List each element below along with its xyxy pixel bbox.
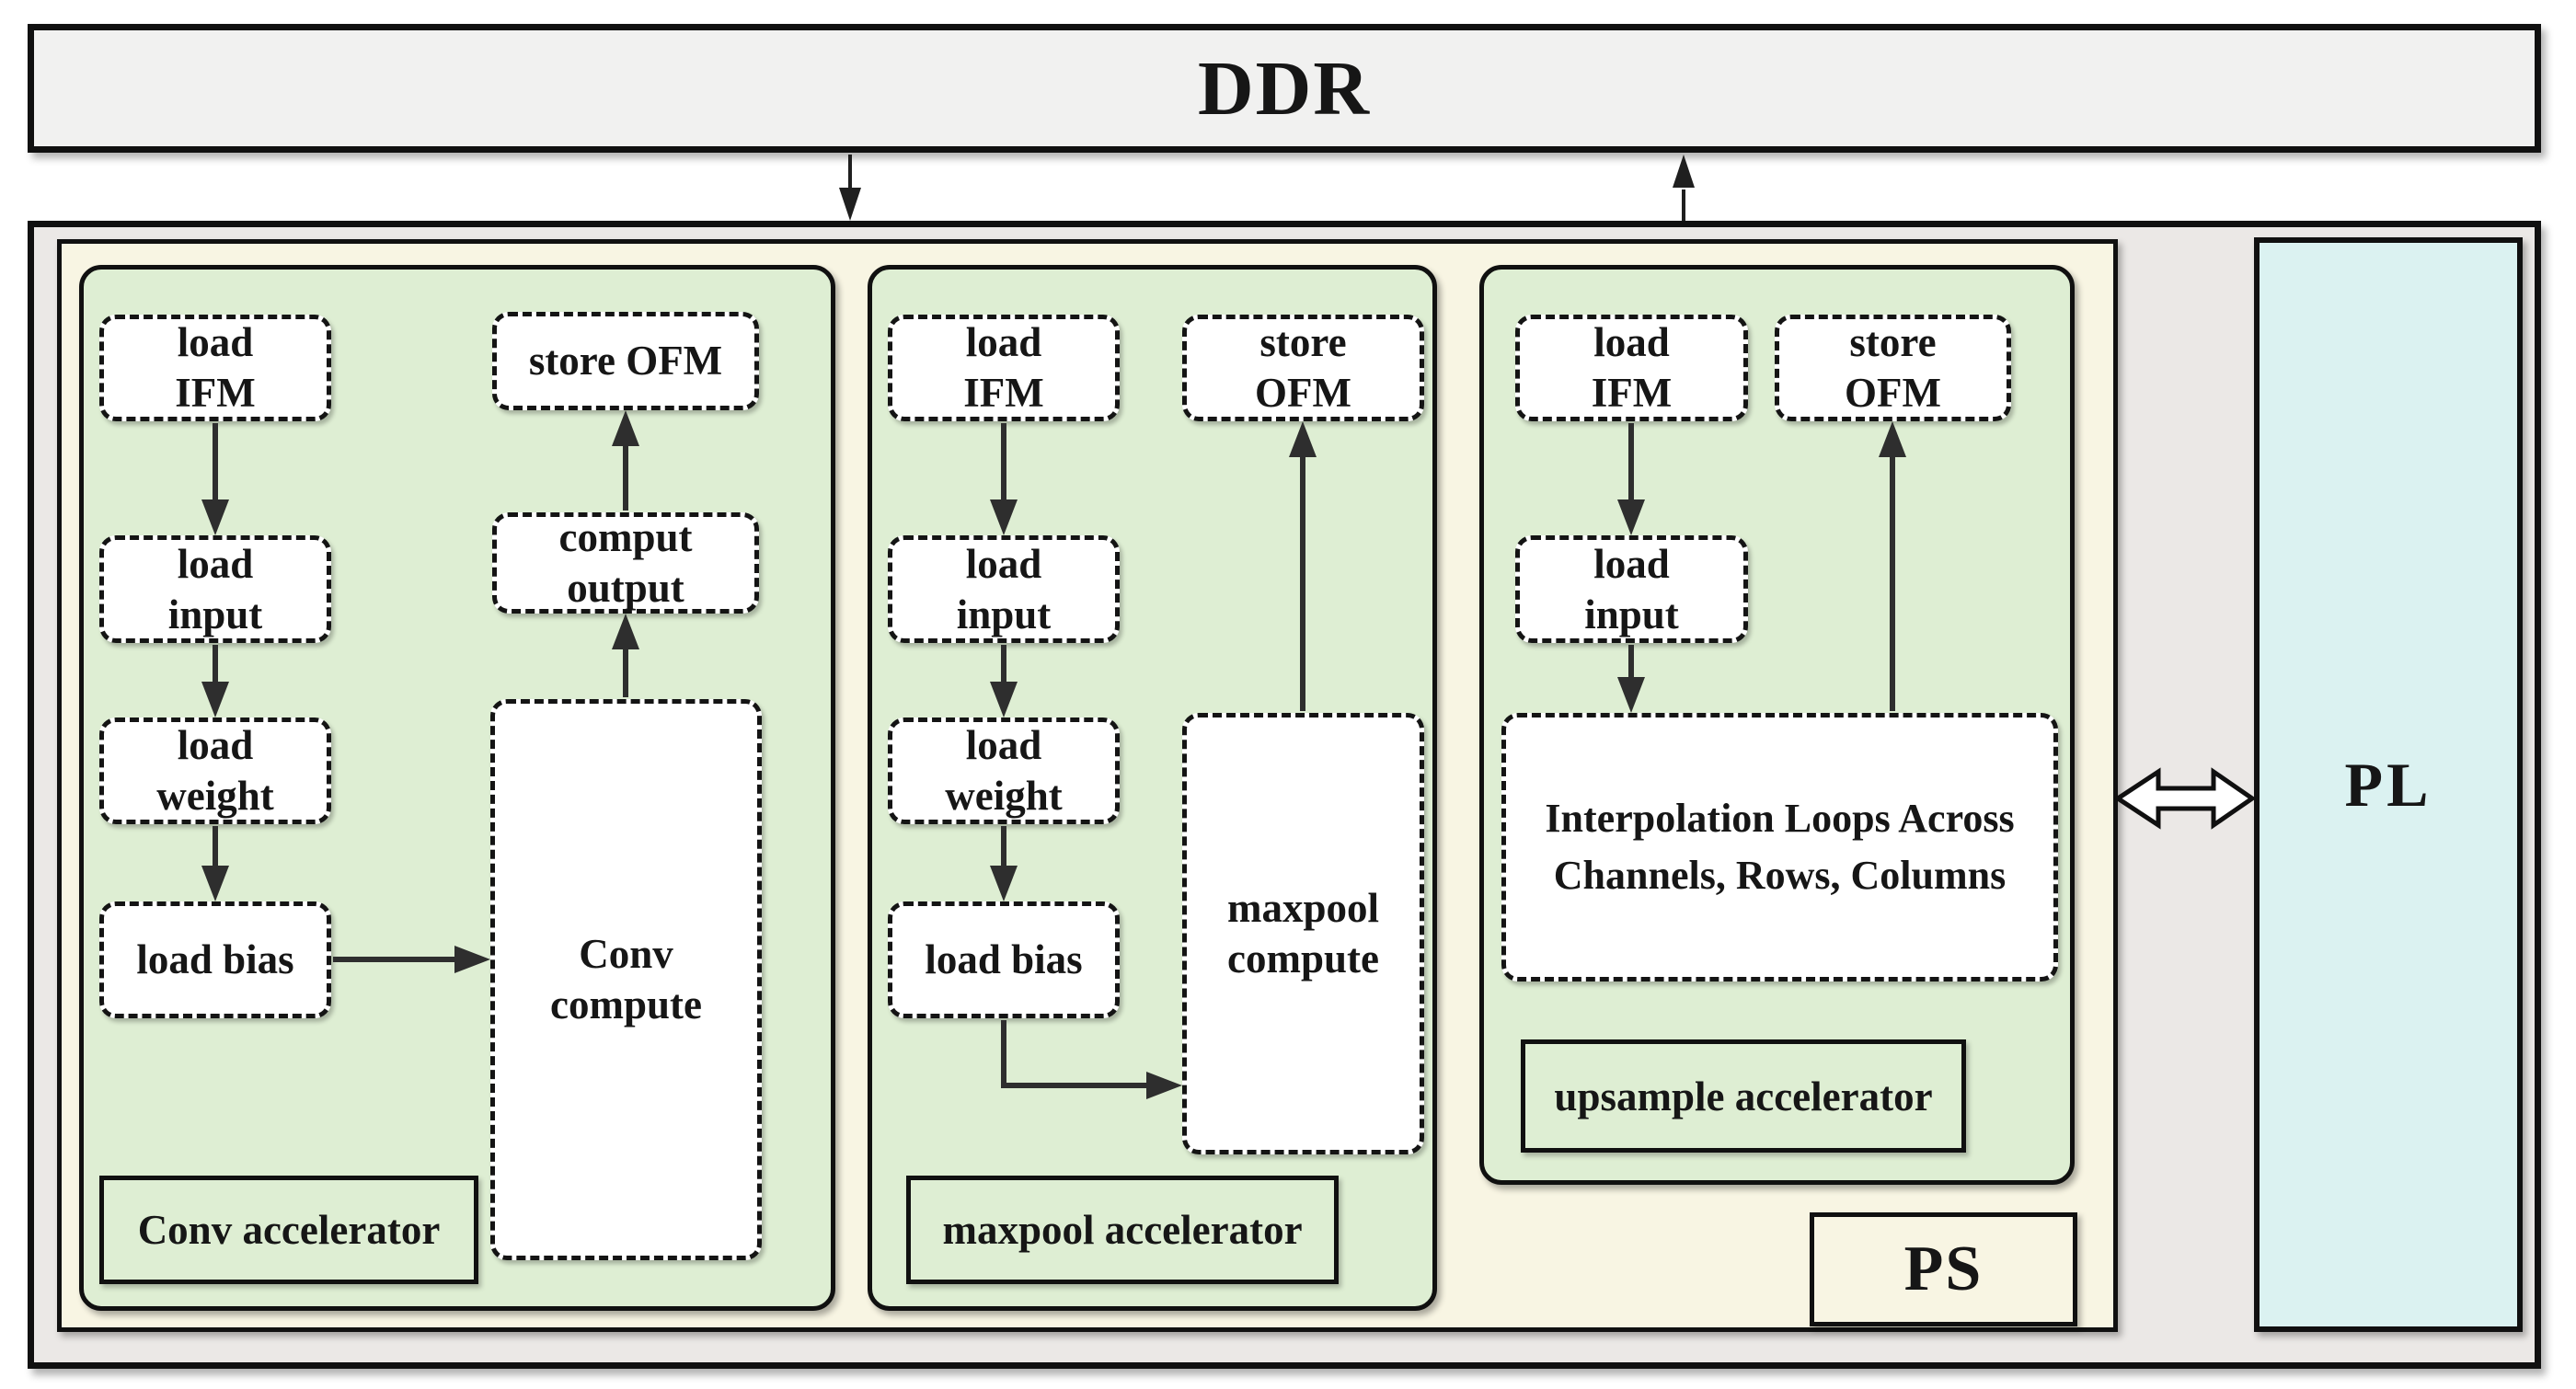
pl-box: PL [2254,237,2523,1332]
upsample-accelerator-label: upsample accelerator [1521,1039,1966,1153]
maxpool-load-bias-box: load bias [888,901,1120,1018]
upsample-store-ofm-box: store OFM [1775,315,2011,421]
ps-label: PS [1903,1234,1984,1304]
conv-load-input-box: load input [99,535,331,643]
maxpool-load-weight-box: load weight [888,717,1120,824]
maxpool-accelerator-label: maxpool accelerator [906,1176,1339,1284]
upsample-load-input-box: load input [1515,535,1748,643]
upsample-load-ifm-box: load IFM [1515,315,1748,421]
conv-comput-output-box: comput output [492,512,759,614]
conv-compute-box: Conv compute [490,699,762,1260]
upsample-interpolation-box: Interpolation Loops Across Channels, Row… [1501,713,2058,981]
arrow-ddr-down-icon [839,155,861,221]
conv-store-ofm-box: store OFM [492,312,759,410]
maxpool-store-ofm-box: store OFM [1182,315,1424,421]
conv-load-ifm-box: load IFM [99,315,331,421]
ddr-box: DDR [28,24,2541,153]
conv-load-bias-box: load bias [99,901,331,1018]
arrow-ddr-up-icon [1673,155,1695,221]
ddr-label: DDR [1198,45,1371,132]
conv-accelerator-label: Conv accelerator [99,1176,478,1284]
ps-label-box: PS [1810,1212,2077,1326]
conv-load-weight-box: load weight [99,717,331,824]
maxpool-load-ifm-box: load IFM [888,315,1120,421]
maxpool-compute-box: maxpool compute [1182,713,1424,1154]
pl-label: PL [2344,749,2432,820]
maxpool-load-input-box: load input [888,535,1120,643]
